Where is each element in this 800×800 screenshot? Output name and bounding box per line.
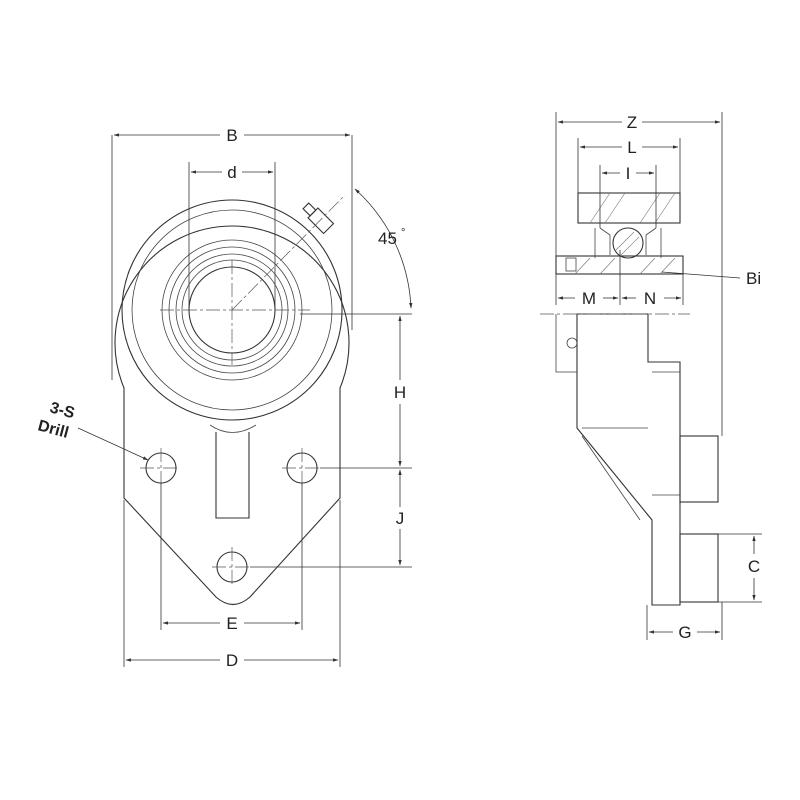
dim-label-J: J: [396, 509, 405, 528]
side-view: [540, 192, 719, 606]
inner-ring: [555, 255, 684, 275]
dim-label-L: L: [627, 138, 636, 157]
dim-label-d: d: [227, 163, 236, 182]
side-dimensions: Z L I Bi M N C G: [555, 112, 762, 642]
grease-fitting: [302, 202, 335, 235]
dim-label-C: C: [748, 557, 760, 576]
ball: [612, 227, 644, 259]
dim-label-angle-unit: °: [401, 227, 405, 239]
dim-label-Bi: Bi: [746, 269, 761, 288]
front-dimensions: B d 45 ° H J E D: [36, 126, 413, 670]
outer-ring: [121, 199, 343, 421]
dim-label-D: D: [226, 651, 238, 670]
drill-label-line2: Drill: [36, 417, 70, 441]
dim-label-Z: Z: [627, 113, 637, 132]
dim-label-H: H: [394, 383, 406, 402]
side-housing-cap: [577, 192, 681, 224]
side-housing-body: [576, 313, 681, 606]
dim-label-N: N: [644, 289, 656, 308]
dim-label-M: M: [582, 289, 596, 308]
front-housing-outline: [114, 225, 350, 606]
center-slot: [215, 432, 250, 519]
dim-label-E: E: [226, 614, 237, 633]
side-bolt-upper: [679, 435, 719, 503]
drill-label-line1: 3-S: [48, 399, 77, 422]
dim-label-angle: 45: [378, 229, 397, 248]
front-view: [114, 194, 350, 606]
dim-label-G: G: [678, 623, 691, 642]
side-bolt-lower: [679, 533, 719, 603]
dim-label-I: I: [626, 164, 631, 183]
dim-label-B: B: [226, 126, 237, 145]
